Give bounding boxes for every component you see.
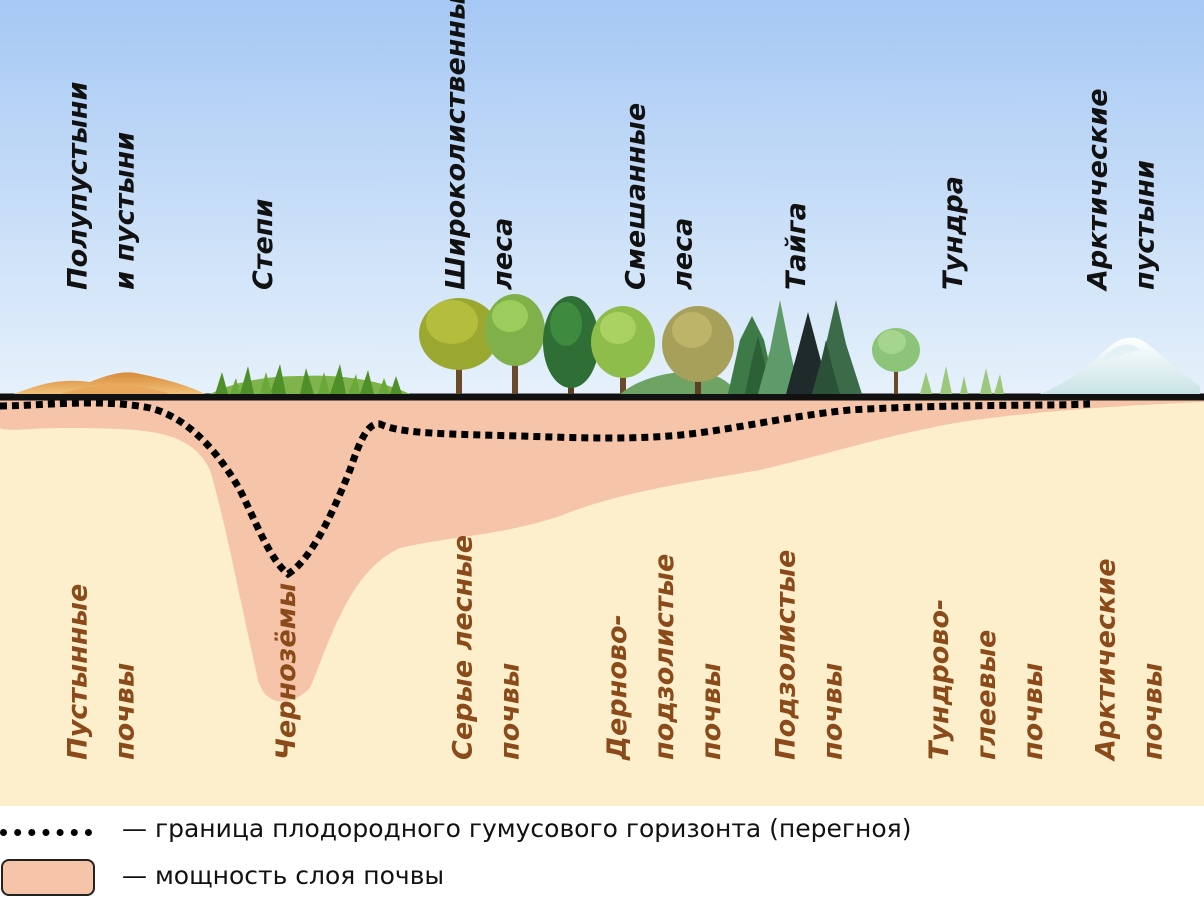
zone-label-7-line-1: Арктические bbox=[1083, 88, 1114, 292]
soil-label-3-line-2: почвы bbox=[495, 663, 526, 760]
humus-boundary-line bbox=[0, 399, 1091, 579]
soil-label-4-line-1: Дерново- bbox=[602, 614, 633, 761]
soil-label-6-line-3: почвы bbox=[1018, 663, 1049, 760]
soil-label-6-line-2: глеевые bbox=[971, 630, 1002, 760]
zone-label-4-line-2: леса bbox=[668, 218, 699, 290]
legend-humus-boundary-text: — граница плодородного гумусового горизо… bbox=[122, 814, 912, 843]
zone-label-3-line-2: леса bbox=[488, 218, 519, 290]
zone-label-1-line-2: и пустыни bbox=[110, 132, 141, 290]
mixed-forest-icon bbox=[620, 306, 776, 394]
dotted-line-icon bbox=[0, 829, 92, 836]
zone-label-3-line-1: Широколиственные bbox=[441, 0, 472, 290]
taiga-icon bbox=[758, 300, 862, 394]
soil-label-6-line-1: Тундрово- bbox=[924, 599, 955, 760]
soil-label-4-line-3: почвы bbox=[696, 663, 727, 760]
soil-label-2-line-1: Чернозёмы bbox=[271, 583, 302, 760]
soil-label-7-line-2: почвы bbox=[1138, 663, 1169, 760]
steppe-grass-icon bbox=[210, 364, 410, 394]
soil-label-5-line-2: почвы bbox=[818, 663, 849, 760]
soil-label-1-line-2: почвы bbox=[110, 663, 141, 760]
zone-label-1-line-1: Полупустыни bbox=[63, 81, 94, 290]
soil-zones-diagram: Полупустыни и пустыни Степи Широколиственны… bbox=[0, 0, 1204, 806]
zone-labels: Полупустыни и пустыни Степи Широколиственны… bbox=[63, 0, 1161, 292]
soil-label-1-line-1: Пустынные bbox=[63, 584, 94, 760]
soil-label-7-line-1: Арктические bbox=[1091, 558, 1122, 762]
zone-label-6-line-1: Тундра bbox=[938, 176, 969, 290]
zone-label-4-line-1: Смешанные bbox=[621, 103, 652, 290]
legend-humus-boundary: — граница плодородного гумусового горизо… bbox=[0, 810, 1100, 850]
tundra-plants-icon bbox=[872, 328, 1004, 394]
broadleaf-forest-icon bbox=[419, 294, 655, 394]
zone-label-7-line-2: пустыни bbox=[1130, 160, 1161, 290]
zone-label-2-line-1: Степи bbox=[248, 199, 279, 290]
soil-label-4-line-2: подзолистые bbox=[649, 554, 680, 760]
soil-label-5-line-1: Подзолистые bbox=[771, 550, 802, 760]
soil-layer-swatch-icon bbox=[1, 859, 95, 896]
soil-labels: Пустынные почвы Чернозёмы Серые лесные почвы… bbox=[63, 535, 1169, 762]
desert-dunes-icon bbox=[14, 372, 205, 394]
soil-thickness-layer bbox=[0, 400, 1204, 702]
legend-soil-thickness: — мощность слоя почвы bbox=[0, 857, 1100, 897]
legend-soil-thickness-text: — мощность слоя почвы bbox=[122, 861, 445, 890]
arctic-snow-icon bbox=[1040, 337, 1200, 394]
soil-label-3-line-1: Серые лесные bbox=[448, 535, 479, 760]
zone-label-5-line-1: Тайга bbox=[781, 202, 812, 290]
